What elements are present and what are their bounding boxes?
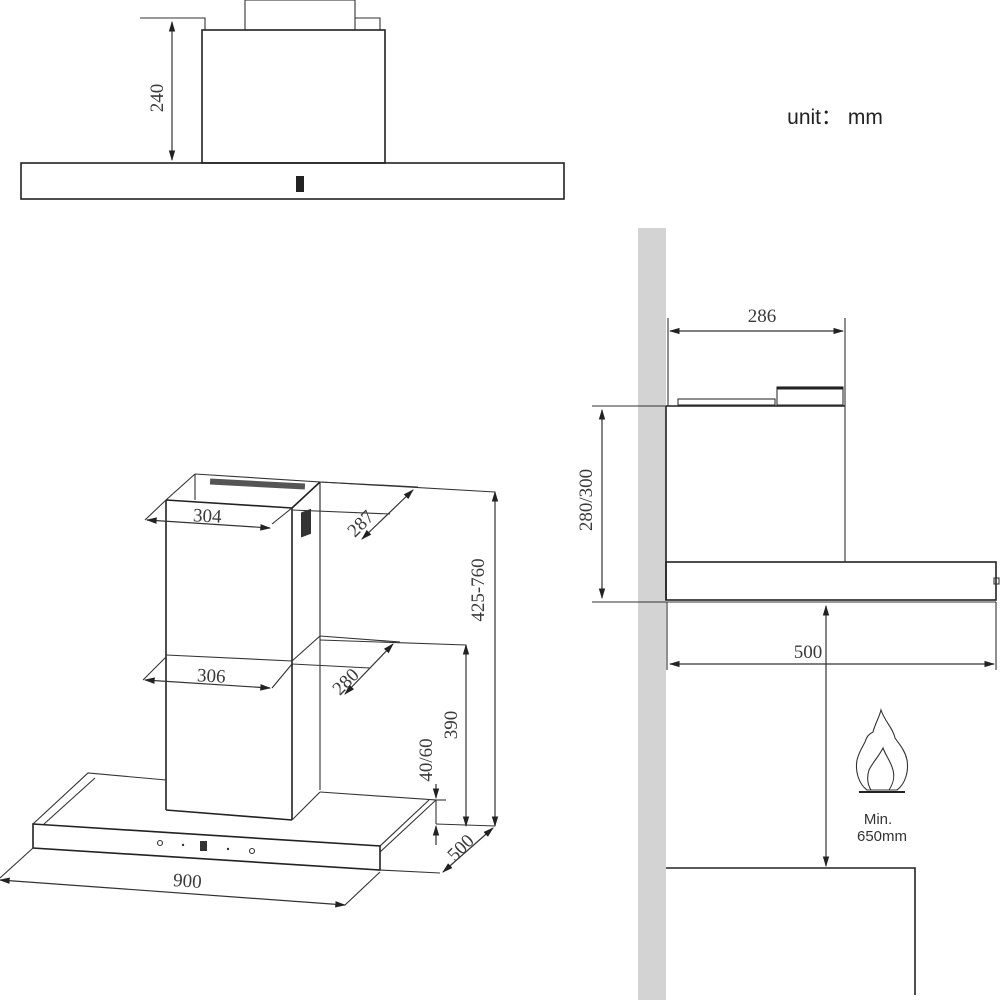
wall [638, 228, 666, 1000]
dim-side-chimney-height: 280/300 [576, 469, 597, 531]
dim-lower-width: 306 [197, 665, 227, 687]
canopy-side [665, 561, 997, 601]
chimney-box [201, 29, 386, 164]
flame-icon [855, 708, 909, 793]
top-front-view: 240 [20, 0, 565, 200]
control-panel [156, 839, 256, 855]
side-view: 286 280/300 500 Min. 650mm [576, 228, 1000, 1000]
dim-chimney-height-top: 240 [147, 84, 168, 113]
dim-upper-width: 304 [193, 505, 223, 527]
dim-side-canopy-depth: 500 [794, 642, 823, 663]
dim-canopy-thickness: 40/60 [416, 738, 437, 781]
dim-total-height: 425-760 [468, 558, 489, 621]
worktop [666, 867, 916, 995]
control-panel-icon [296, 176, 304, 192]
dim-lower-depth: 280 [329, 665, 364, 700]
isometric-view: 304 287 306 280 425-760 390 [0, 473, 499, 908]
dim-lower-height: 390 [441, 711, 462, 740]
clearance-label-min: Min. [864, 811, 892, 828]
dim-side-chimney-depth: 286 [748, 306, 777, 327]
unit-label: unit： mm [787, 106, 883, 129]
dim-canopy-width: 900 [172, 870, 202, 893]
duct-collar [244, 0, 356, 31]
canopy [20, 162, 565, 200]
dim-canopy-depth: 500 [444, 831, 479, 866]
clearance-label-value: 650mm [857, 828, 907, 845]
